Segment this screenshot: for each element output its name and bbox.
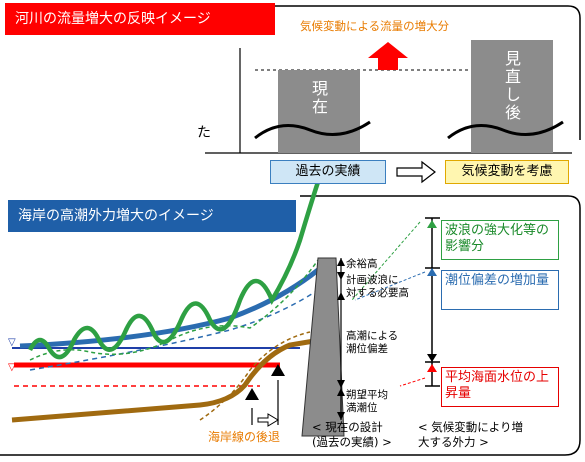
river-wave-future bbox=[447, 120, 564, 140]
tide-leader bbox=[354, 271, 426, 301]
left-fragment: た bbox=[197, 125, 211, 141]
shoreline-brown bbox=[11, 337, 321, 423]
label-wave-need-1: 計画波浪に bbox=[346, 274, 399, 286]
increase-label: 気候変動による流量の増大分 bbox=[300, 19, 450, 33]
dim-arrow-3 bbox=[337, 292, 345, 300]
climate-1: < 気候変動により増 bbox=[418, 420, 524, 434]
wave-box: 波浪の強大化等の影響分 bbox=[441, 220, 559, 260]
surge-curve-dashed bbox=[29, 289, 319, 371]
climate-2: 大する外力 > bbox=[418, 435, 489, 449]
wave-leader bbox=[351, 221, 421, 301]
retreat-arrow bbox=[257, 413, 279, 427]
past-box: 過去の実績 bbox=[270, 160, 386, 184]
label-surge-1: 高潮による bbox=[346, 330, 399, 342]
past-to-future-arrow bbox=[396, 160, 436, 184]
river-wave-present bbox=[254, 120, 371, 140]
sea-box: 平均海面水位の上昇量 bbox=[441, 367, 559, 407]
dim-arrow-5 bbox=[337, 388, 345, 396]
hwl-symbol: ▽ bbox=[8, 337, 16, 348]
sea-arrow bbox=[427, 364, 437, 372]
present-bar bbox=[278, 70, 360, 153]
coast-frame bbox=[0, 195, 581, 456]
shore-up-arrow-2 bbox=[271, 364, 285, 376]
dim-arrow-1 bbox=[337, 258, 345, 266]
tide-box: 潮位偏差の増加量 bbox=[441, 270, 559, 310]
dim-arrow-6 bbox=[337, 412, 345, 420]
label-spring-1: 朔望平均 bbox=[346, 389, 388, 401]
river-frame-top bbox=[250, 5, 581, 140]
sea-leader bbox=[399, 377, 426, 387]
wave-green-dashed bbox=[29, 259, 319, 361]
river-title: 河川の流量増大の反映イメージ bbox=[5, 3, 275, 35]
future-label: 見直し後 bbox=[502, 50, 521, 122]
shore-up-arrow-1 bbox=[245, 388, 259, 400]
label-wave-need-2: 対する必要高 bbox=[346, 287, 409, 299]
coast-title: 海岸の高潮外力増大のイメージ bbox=[8, 200, 296, 232]
dim-arrow-4 bbox=[337, 380, 345, 388]
seawall bbox=[301, 257, 345, 437]
tide-arrow-down bbox=[427, 354, 437, 362]
dim-arrow-2 bbox=[337, 272, 345, 280]
sl-symbol: ▽ bbox=[8, 362, 16, 373]
label-margin: 余裕高 bbox=[346, 258, 378, 270]
future-box: 気候変動を考慮 bbox=[445, 160, 569, 184]
increase-arrow bbox=[368, 42, 408, 70]
current-design-1: < 現在の設計 bbox=[312, 420, 383, 434]
label-spring-2: 満潮位 bbox=[346, 402, 378, 414]
wave-arrow bbox=[427, 220, 437, 228]
shoreline-brown-dashed bbox=[199, 331, 311, 421]
wave-green bbox=[27, 181, 321, 360]
retreat-label: 海岸線の後退 bbox=[208, 430, 281, 444]
present-label: 現在 bbox=[309, 80, 328, 116]
current-design-2: (過去の実績) > bbox=[312, 435, 392, 449]
label-surge-2: 潮位偏差 bbox=[346, 343, 388, 355]
surge-curve bbox=[19, 268, 320, 349]
tide-arrow bbox=[427, 268, 437, 276]
